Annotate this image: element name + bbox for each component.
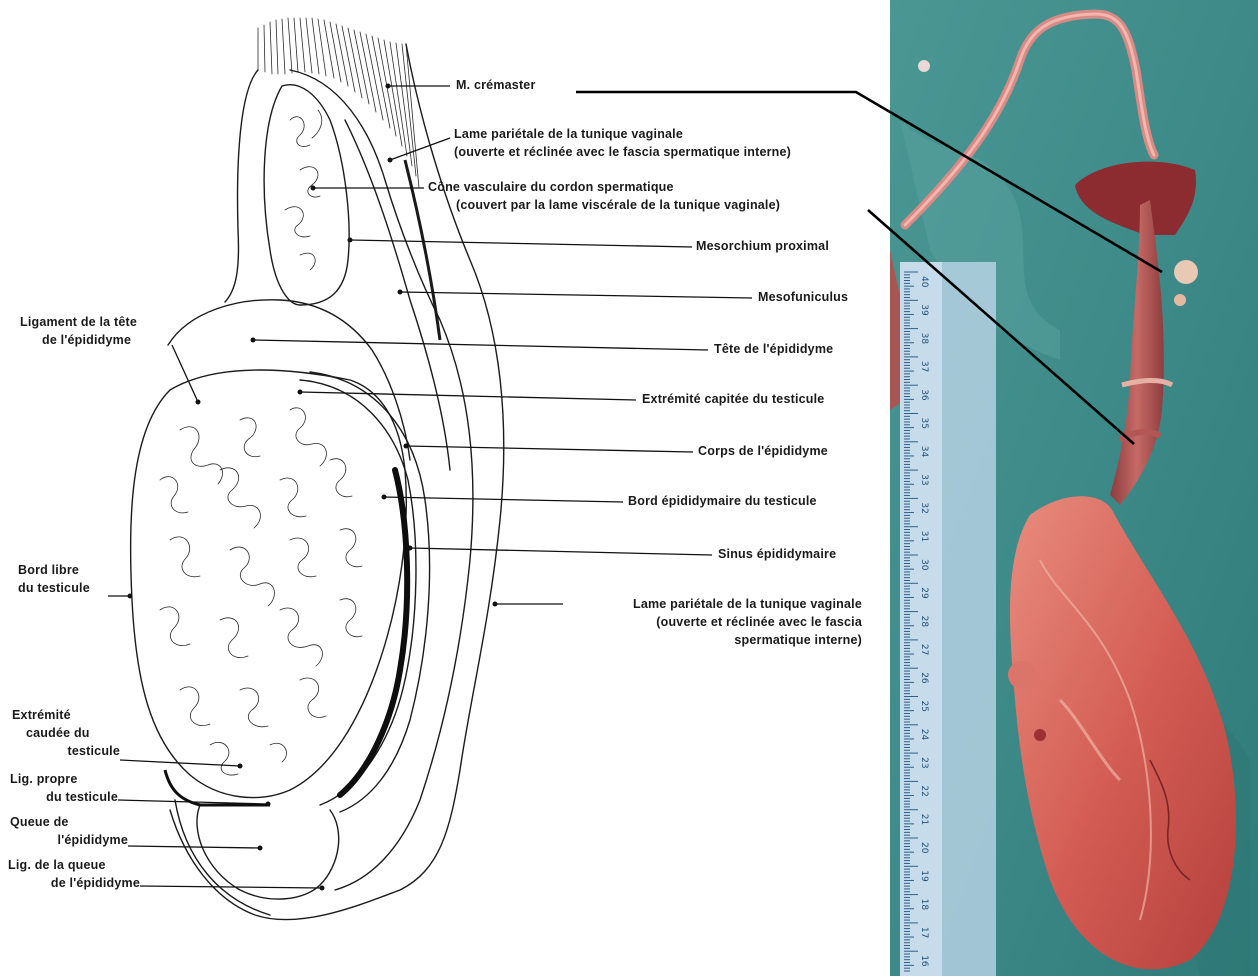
specimen-photo: 40 39 38 37 36 35 34 33 32 31 30 29 28 27 26 25 24 23 22 21… — [890, 0, 1258, 976]
ruler-number: 39 — [919, 304, 929, 316]
ruler-number: 23 — [919, 757, 929, 768]
ruler-number: 18 — [919, 899, 929, 911]
ruler-number: 40 — [919, 276, 929, 288]
ruler-number: 30 — [919, 559, 929, 571]
ruler-number: 21 — [919, 814, 929, 825]
ruler-number: 19 — [919, 870, 929, 882]
ruler-number: 31 — [919, 531, 929, 542]
ruler-number: 17 — [919, 927, 929, 938]
label-lame-parietale-bottom: Lame pariétale de la tunique vaginale (o… — [566, 595, 862, 649]
label-lig-propre: Lig. propre du testicule — [10, 770, 118, 806]
ruler-number: 36 — [919, 389, 929, 401]
label-bord-epididymaire: Bord épididymaire du testicule — [628, 492, 817, 510]
ruler-number: 27 — [919, 644, 929, 655]
label-ligament-tete: Ligament de la tête de l'épididyme — [20, 313, 137, 349]
ruler-number: 38 — [919, 333, 929, 345]
ruler-number: 24 — [919, 729, 929, 741]
label-lig-queue: Lig. de la queue de l'épididyme — [8, 856, 140, 892]
label-sinus-epididymaire: Sinus épididymaire — [718, 545, 836, 563]
testis-convolutions — [160, 408, 362, 775]
label-extremite-caudee: Extrémité caudée du testicule — [12, 706, 120, 760]
ruler-number: 32 — [919, 502, 929, 513]
ruler-number: 33 — [919, 474, 929, 485]
ruler-number: 29 — [919, 587, 929, 599]
label-queue-epididyme: Queue de l'épididyme — [10, 813, 128, 849]
label-corps-epididyme: Corps de l'épididyme — [698, 442, 828, 460]
ruler-number: 22 — [919, 785, 929, 796]
ruler-number: 34 — [919, 446, 929, 458]
label-lame-parietale-top: Lame pariétale de la tunique vaginale (o… — [454, 125, 791, 161]
label-bord-libre: Bord libre du testicule — [18, 561, 90, 597]
ruler-number: 37 — [919, 361, 929, 372]
label-cone-vasculaire: Cône vasculaire du cordon spermatique (c… — [428, 178, 780, 214]
label-extremite-capitee: Extrémité capitée du testicule — [642, 390, 824, 408]
ruler-number: 28 — [919, 616, 929, 628]
testis-outline — [131, 370, 407, 798]
ruler-number: 20 — [919, 842, 929, 854]
ruler-number: 25 — [919, 701, 929, 712]
label-mesorchium: Mesorchium proximal — [696, 237, 829, 255]
ruler: 40 39 38 37 36 35 34 33 32 31 30 29 28 27 26 25 24 23 22 21… — [900, 262, 996, 976]
cremaster-fibers — [258, 18, 419, 188]
label-tete-epididyme: Tête de l'épididyme — [714, 340, 833, 358]
label-mesofuniculus: Mesofuniculus — [758, 288, 848, 306]
label-cremaster: M. crémaster — [456, 76, 536, 94]
ruler-number: 26 — [919, 672, 929, 684]
ruler-number: 35 — [919, 418, 929, 429]
anatomy-drawing — [131, 18, 504, 920]
ruler-number: 16 — [919, 955, 929, 967]
